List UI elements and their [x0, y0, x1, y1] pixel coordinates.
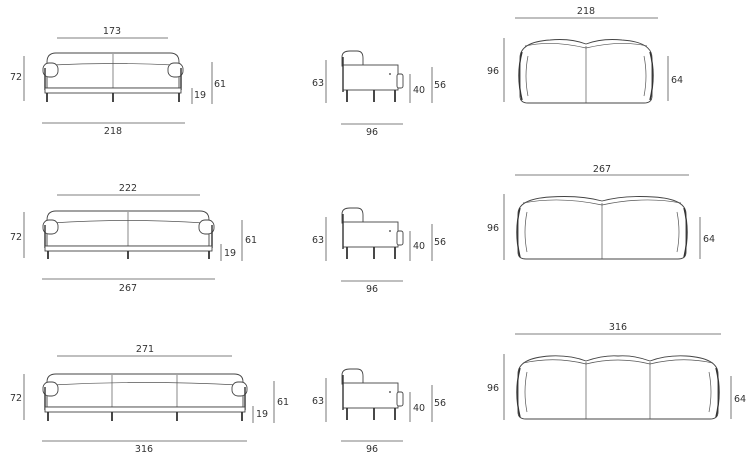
- dim-seat-depth: 64: [671, 75, 683, 86]
- dim-height: 72: [10, 232, 22, 243]
- dim-side-height: 63: [312, 78, 324, 89]
- dim-overall-width: 267: [119, 283, 137, 294]
- side-view-3: 63 40 56 96: [312, 368, 446, 454]
- dim-height: 72: [10, 72, 22, 83]
- sofa-side-3: [341, 368, 404, 420]
- dim-back-height: 61: [245, 235, 257, 246]
- top-view-1: 218 96 64: [487, 6, 683, 104]
- dim-arm-height: 40: [413, 241, 425, 252]
- sofa-top-2-5seat: [516, 196, 688, 260]
- dim-depth: 96: [366, 444, 378, 454]
- side-view-1: 63 40 56 96: [312, 50, 446, 138]
- dim-arm-height: 40: [413, 403, 425, 414]
- dim-side-back: 56: [434, 80, 446, 91]
- dim-overall-width: 316: [135, 444, 153, 454]
- dim-top-view-depth: 96: [487, 66, 499, 77]
- dim-top-width: 271: [136, 344, 154, 355]
- front-view-3: 271 72 61 19 316: [10, 344, 289, 454]
- sofa-front-3seat: [42, 373, 248, 421]
- dim-top-width: 222: [119, 183, 137, 194]
- dim-seat-height: 19: [256, 409, 268, 420]
- dim-side-back: 56: [434, 237, 446, 248]
- dim-overall-width: 218: [104, 126, 122, 137]
- dim-top-view-width: 218: [577, 6, 595, 17]
- top-view-3: 316 96 64: [487, 322, 746, 420]
- sofa-front-2-5seat: [42, 210, 215, 259]
- front-view-1: 173 72 61 19 218: [10, 26, 226, 137]
- sofa-side-1: [341, 50, 404, 102]
- sofa-front-2seat: [42, 52, 184, 102]
- side-view-2: 63 40 56 96: [312, 207, 446, 295]
- dim-side-height: 63: [312, 235, 324, 246]
- dim-top-view-width: 267: [593, 164, 611, 175]
- row-3: 271 72 61 19 316: [10, 322, 746, 454]
- dim-side-back: 56: [434, 398, 446, 409]
- dim-seat-height: 19: [194, 90, 206, 101]
- top-view-2: 267 96 64: [487, 164, 715, 260]
- dim-seat-height: 19: [224, 248, 236, 259]
- dim-top-width: 173: [103, 26, 121, 37]
- front-view-2: 222 72 61 19 267: [10, 183, 257, 294]
- dim-top-view-depth: 96: [487, 383, 499, 394]
- sofa-side-2: [341, 207, 404, 259]
- dim-arm-height: 40: [413, 85, 425, 96]
- dim-seat-depth: 64: [703, 234, 715, 245]
- dim-seat-depth: 64: [734, 394, 746, 405]
- dim-back-height: 61: [277, 397, 289, 408]
- dim-depth: 96: [366, 127, 378, 138]
- dim-top-view-depth: 96: [487, 223, 499, 234]
- dim-depth: 96: [366, 284, 378, 295]
- sofa-top-2seat: [518, 39, 654, 104]
- row-1: 173 72 61 19 218: [10, 6, 683, 138]
- dim-top-view-width: 316: [609, 322, 627, 333]
- sofa-top-3seat: [516, 355, 720, 420]
- row-2: 222 72 61 19 267: [10, 164, 715, 295]
- dim-side-height: 63: [312, 396, 324, 407]
- dim-back-height: 61: [214, 79, 226, 90]
- dim-height: 72: [10, 393, 22, 404]
